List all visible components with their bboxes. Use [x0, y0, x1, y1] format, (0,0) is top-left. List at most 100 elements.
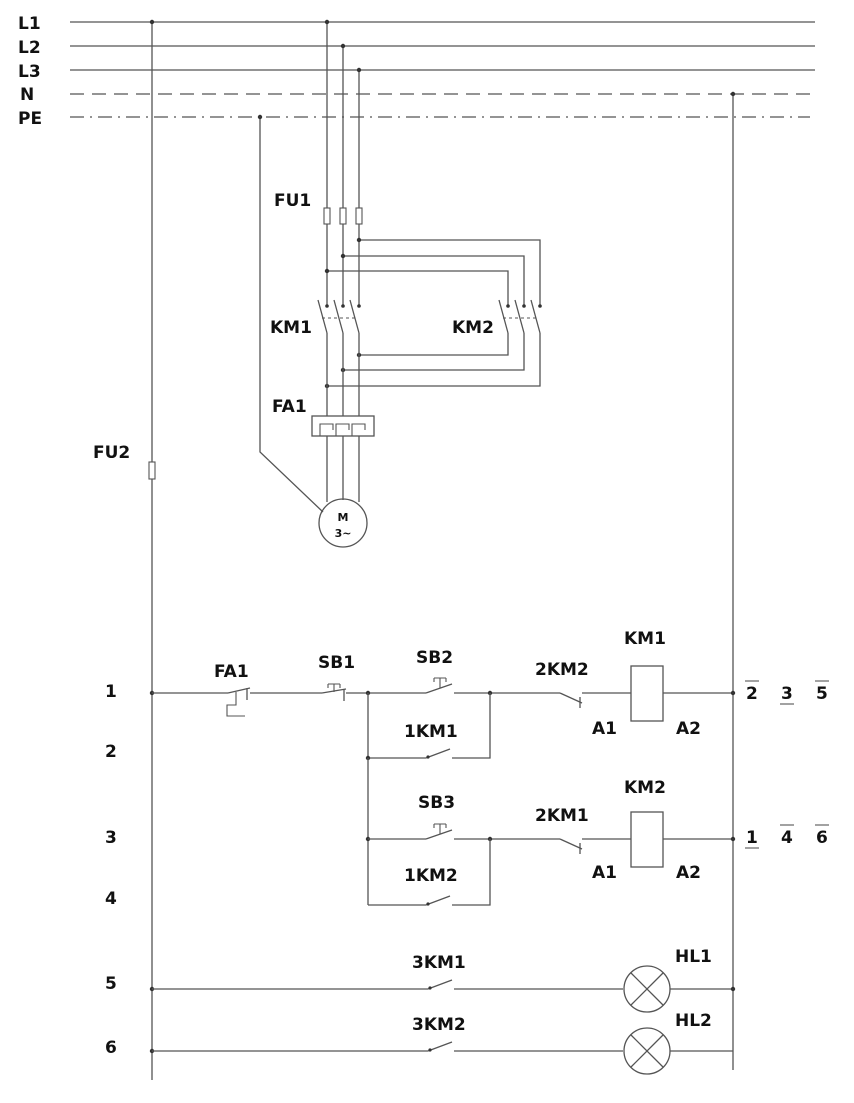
contact-dot	[426, 755, 430, 759]
contact-blade	[559, 692, 583, 704]
motor-label-top: M	[338, 511, 349, 524]
fuse-fu1: FU1	[274, 191, 363, 225]
holding-contact-1km1-label: 1KM1	[404, 722, 458, 742]
junction-dot	[730, 91, 736, 97]
push-actuator	[327, 683, 341, 692]
fuse-element	[339, 207, 347, 225]
pe-ground-wire	[259, 117, 324, 513]
contact-blade	[425, 895, 451, 906]
junction-dot	[324, 268, 330, 274]
start-button-sb3: SB3	[418, 793, 455, 840]
contact-ref: 5	[816, 684, 828, 704]
motor-circle	[318, 498, 368, 548]
junction-dot	[730, 836, 736, 842]
km2-bottom-wire-l2	[343, 333, 525, 371]
holding-contact-1km1: 1KM1	[404, 722, 458, 759]
contact-dot	[341, 304, 345, 308]
overload-contact-fa1: FA1	[214, 662, 251, 717]
contact-blade	[427, 1041, 453, 1052]
motor-m: M 3~	[318, 498, 368, 548]
coil-km1-a1: A1	[592, 719, 617, 739]
junction-dot	[356, 237, 362, 243]
contact-blade	[317, 299, 328, 334]
lamp-cross	[630, 1034, 664, 1068]
fuse-fu2-label: FU2	[93, 443, 130, 463]
lamp-hl2: HL2	[623, 1011, 712, 1075]
contact-ref: 6	[816, 828, 828, 848]
supply-buses: L1 L2 L3 N PE	[18, 14, 815, 129]
contact-blade	[333, 299, 344, 334]
line-number: 5	[105, 974, 117, 994]
interlock-contact-2km2-label: 2KM2	[535, 660, 589, 680]
junction-dot	[257, 114, 263, 120]
lamp-cross	[630, 972, 664, 1006]
lamp-hl1-label: HL1	[675, 947, 712, 967]
coil-km2-a1: A1	[592, 863, 617, 883]
contact-ref: 3	[781, 684, 793, 704]
coil-km2-label: KM2	[624, 778, 666, 798]
contact-dot	[506, 304, 510, 308]
junction-dot	[356, 67, 362, 73]
interlock-contact-2km1: 2KM1	[535, 806, 589, 854]
contactor-km1-contacts: KM1	[270, 299, 361, 338]
coil-km2-a2: A2	[676, 863, 701, 883]
contact-dot	[538, 304, 542, 308]
line-number: 4	[105, 889, 117, 909]
junction-dot	[730, 986, 736, 992]
contact-blade	[514, 299, 525, 334]
overload-relay-fa1: FA1	[272, 397, 375, 437]
line-number: 1	[105, 682, 117, 702]
line-number: 3	[105, 828, 117, 848]
contact-dot	[426, 902, 430, 906]
contact-blade	[425, 748, 451, 759]
fuse-fu1-label: FU1	[274, 191, 311, 211]
start-button-sb2: SB2	[416, 648, 453, 694]
coil-body	[630, 665, 664, 722]
overload-contact-fa1-label: FA1	[214, 662, 249, 682]
contact-blade	[427, 979, 453, 990]
coil-km1-label: KM1	[624, 629, 666, 649]
line-number: 6	[105, 1038, 117, 1058]
stop-button-sb1-label: SB1	[318, 653, 355, 673]
lamp-contact-3km1: 3KM1	[412, 953, 466, 990]
lamp-hl1: HL1	[623, 947, 712, 1013]
junction-dot	[340, 43, 346, 49]
push-actuator	[433, 823, 447, 834]
bus-pe-label: PE	[18, 109, 42, 129]
contact-dot	[428, 1048, 432, 1052]
bus-l1-label: L1	[18, 14, 41, 34]
contact-blade	[498, 299, 509, 334]
power-circuit: FU1 KM1	[257, 19, 542, 548]
holding-contact-1km2-label: 1KM2	[404, 866, 458, 886]
contact-blade	[349, 299, 360, 334]
contact-blade	[425, 683, 453, 694]
overload-relay-fa1-label: FA1	[272, 397, 307, 417]
coil-km2: KM2 A1 A2	[592, 778, 701, 883]
junction-dot	[324, 19, 330, 25]
contact-blade	[227, 687, 251, 694]
interlock-contact-2km2: 2KM2	[535, 660, 589, 708]
thermal-element	[319, 423, 366, 436]
fuse-element	[323, 207, 331, 225]
km2-top-wire-l3	[359, 239, 541, 305]
contact-dot	[325, 304, 329, 308]
lamp-contact-3km2-label: 3KM2	[412, 1015, 466, 1035]
hold-wire	[452, 839, 491, 906]
contactor-km2-contacts: KM2	[452, 299, 542, 338]
contact-blade	[425, 829, 453, 840]
fuse-fu2-element	[148, 461, 156, 480]
hold-wire	[452, 693, 491, 759]
fuse-element	[355, 207, 363, 225]
junction-dot	[149, 19, 155, 25]
junction-dot	[730, 690, 736, 696]
contact-dot	[522, 304, 526, 308]
start-button-sb3-label: SB3	[418, 793, 455, 813]
contact-blade	[559, 838, 583, 850]
km2-bottom-wire-l3	[359, 333, 509, 356]
start-button-sb2-label: SB2	[416, 648, 453, 668]
contact-refs-km1: 2 3 5	[745, 680, 829, 705]
lamp-hl2-label: HL2	[675, 1011, 712, 1031]
control-circuit: FU2 1 2 3 4 5 6 FA1 SB1	[93, 19, 829, 1080]
line-number: 2	[105, 742, 117, 762]
